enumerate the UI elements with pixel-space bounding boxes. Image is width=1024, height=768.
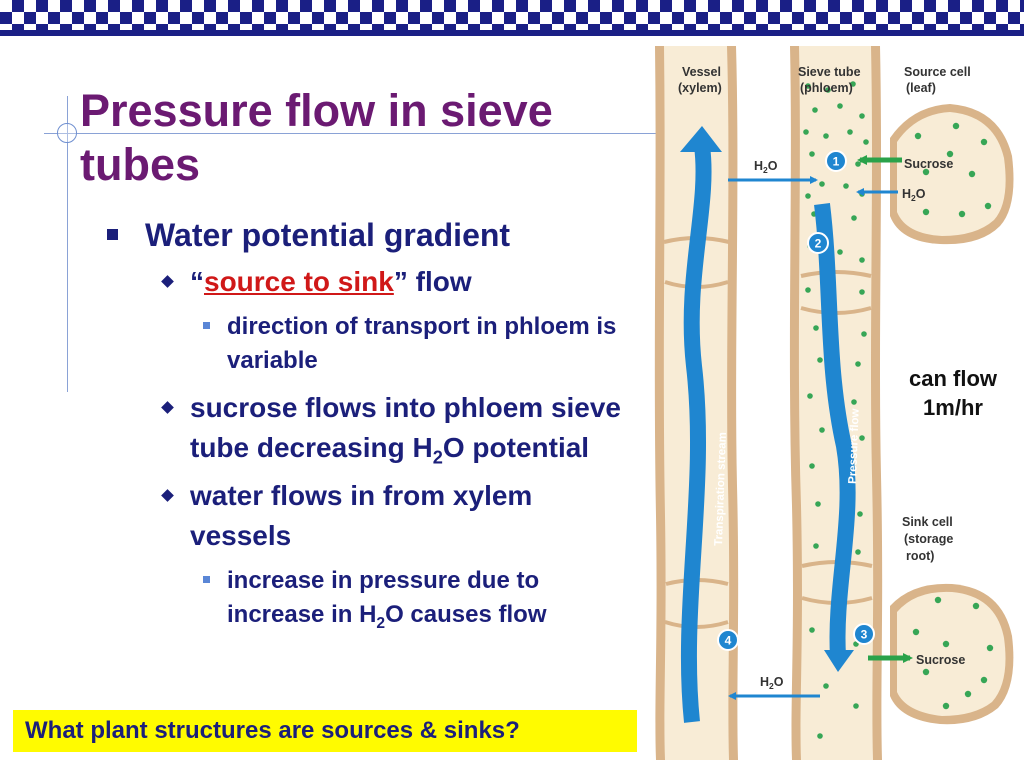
bullet-level1: Water potential gradient [107, 214, 637, 256]
square-bullet-icon [203, 576, 210, 583]
bullet-level2: water flows in from xylem vessels [107, 476, 637, 556]
crosshair-circle-icon [57, 123, 77, 143]
bullet-level2: sucrose flows into phloem sieve tube dec… [107, 388, 637, 468]
slide-title: Pressure flow in sieve tubes [80, 85, 553, 190]
transpiration-label: Transpiration stream [713, 432, 729, 546]
vessel-label-line2: (xylem) [678, 81, 722, 95]
sink-cell [890, 583, 1014, 725]
sink-label-line3: root) [906, 549, 934, 563]
bullet-list: Water potential gradient “source to sink… [107, 214, 637, 642]
bullet-text: O causes flow [385, 601, 547, 628]
pressure-flow-label: Pressure flow [847, 408, 862, 484]
bullet-text: increase in pressure due to increase in … [227, 567, 540, 628]
source-label-line2: (leaf) [906, 81, 936, 95]
title-guide-line-horizontal [44, 133, 656, 134]
diamond-bullet-icon [161, 275, 174, 288]
sucrose-arrows [857, 155, 913, 663]
bullet-text: O potential [442, 432, 590, 463]
square-bullet-icon [203, 322, 210, 329]
bullet-level3: direction of transport in phloem is vari… [107, 310, 637, 378]
sieve-label-line2: (phloem) [800, 81, 853, 95]
transpiration-stream-arrow: Transpiration stream [680, 126, 729, 723]
sink-label-line2: (storage [904, 532, 953, 546]
source-to-sink-link[interactable]: source to sink [204, 266, 394, 297]
step-3-label: 3 [861, 628, 868, 642]
step-1-label: 1 [833, 155, 840, 169]
flow-rate-line1: can flow [908, 366, 997, 391]
h2o-label-source: H2O [902, 187, 926, 203]
bullet-text: ” flow [393, 266, 472, 297]
bullet-text: water flows in from xylem vessels [190, 480, 533, 551]
title-guide-line-vertical [67, 96, 68, 392]
bullet-text: Water potential gradient [145, 217, 511, 253]
sucrose-particles [803, 81, 994, 739]
bullet-text: direction of transport in phloem is vari… [227, 313, 617, 374]
sieve-label-line1: Sieve tube [798, 65, 861, 79]
bullet-level3: increase in pressure due to increase in … [107, 564, 637, 632]
h2o-label-bottom: H2O [760, 675, 784, 691]
source-cell [890, 104, 1014, 245]
top-rule [0, 30, 1024, 36]
source-label-line1: Source cell [904, 65, 971, 79]
square-bullet-icon [107, 229, 118, 240]
subscript: 2 [432, 447, 443, 468]
step-4-label: 4 [725, 634, 732, 648]
step-markers: 1 2 3 4 [717, 150, 875, 651]
diamond-bullet-icon [161, 401, 174, 414]
question-banner: What plant structures are sources & sink… [13, 710, 637, 752]
phloem-diagram: Transpiration stream Pressure flow 1 2 3… [654, 46, 1014, 760]
pressure-flow-arrow: Pressure flow [814, 203, 862, 672]
diamond-bullet-icon [161, 489, 174, 502]
sink-label-line1: Sink cell [902, 515, 953, 529]
flow-rate-line2: 1m/hr [923, 395, 983, 420]
flow-rate-note: can flow 1m/hr [890, 364, 1016, 422]
vessel-label-line1: Vessel [682, 65, 721, 79]
diagram-labels: Vessel (xylem) Sieve tube (phloem) Sourc… [678, 65, 971, 691]
bullet-level2: “source to sink” flow [107, 262, 637, 302]
bullet-text: sucrose flows into phloem sieve tube dec… [190, 392, 622, 463]
step-2-label: 2 [815, 237, 822, 251]
subscript: 2 [376, 614, 386, 632]
sucrose-out-label: Sucrose [916, 653, 965, 667]
sucrose-in-label: Sucrose [904, 157, 953, 171]
quote-open: “ [190, 266, 204, 297]
water-arrows [728, 176, 898, 700]
h2o-label-top-left: H2O [754, 159, 778, 175]
